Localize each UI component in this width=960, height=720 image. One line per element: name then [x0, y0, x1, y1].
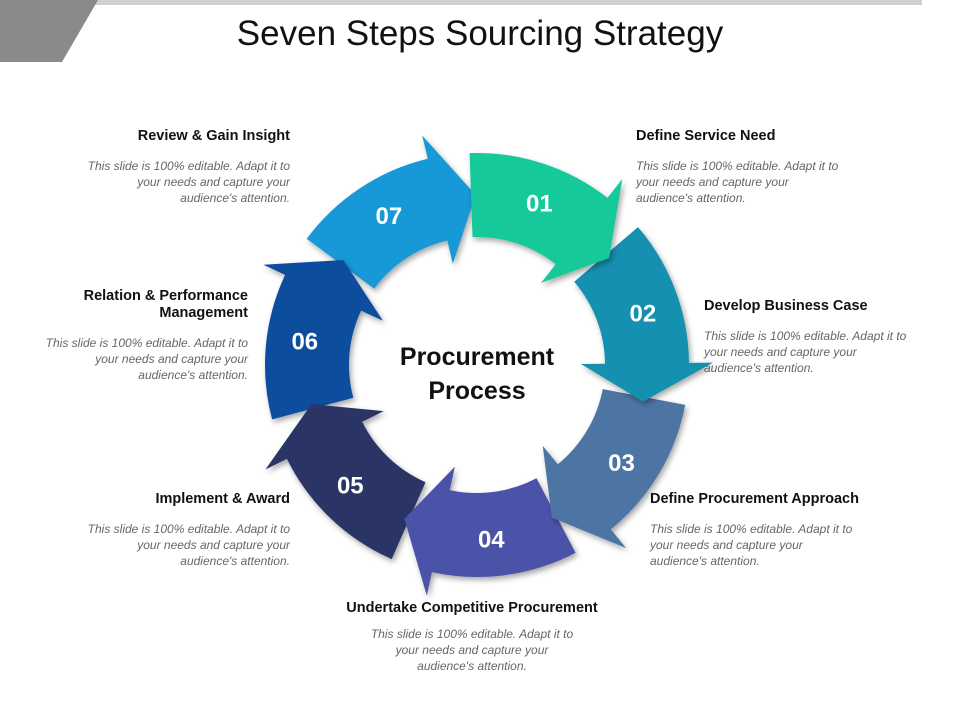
step-07-text: Review & Gain Insight This slide is 100%… — [50, 128, 290, 206]
band-light — [92, 0, 922, 5]
arrow-segment-04 — [404, 466, 576, 596]
step-05-title: Implement & Award — [155, 491, 290, 507]
slide-title: Seven Steps Sourcing Strategy — [236, 14, 724, 53]
step-03-description: This slide is 100% editable. Adapt it to… — [650, 522, 853, 568]
arrow-segment-05 — [265, 404, 426, 560]
step-number-04: 04 — [478, 526, 505, 553]
step-05-description: This slide is 100% editable. Adapt it to… — [87, 522, 290, 568]
arrow-segment-02 — [574, 227, 713, 402]
step-01-title: Define Service Need — [636, 128, 776, 144]
step-number-05: 05 — [337, 472, 364, 499]
step-number-07: 07 — [376, 203, 403, 230]
step-07-title: Review & Gain Insight — [137, 128, 290, 144]
step-number-06: 06 — [291, 328, 318, 355]
step-04-text: Undertake Competitive Procurement This s… — [322, 600, 622, 674]
arrow-segment-01 — [469, 152, 623, 283]
arrow-segment-06 — [263, 260, 383, 420]
step-01-description: This slide is 100% editable. Adapt it to… — [636, 159, 839, 205]
band-dark — [0, 0, 98, 62]
step-02-text: Develop Business Case This slide is 100%… — [704, 298, 944, 376]
step-07-description: This slide is 100% editable. Adapt it to… — [87, 159, 290, 205]
step-02-title: Develop Business Case — [704, 298, 868, 314]
step-01-text: Define Service Need This slide is 100% e… — [636, 128, 876, 206]
center-label: Procurement Process — [399, 343, 555, 405]
arrow-segment-03 — [542, 389, 686, 548]
step-02-description: This slide is 100% editable. Adapt it to… — [704, 329, 907, 375]
step-05-text: Implement & Award This slide is 100% edi… — [50, 491, 290, 569]
step-03-title: Define Procurement Approach — [650, 491, 859, 507]
step-number-02: 02 — [630, 301, 657, 328]
top-band — [0, 0, 922, 62]
step-06-title: Relation & Performance Management — [83, 288, 248, 321]
step-03-text: Define Procurement Approach This slide i… — [650, 491, 890, 569]
arrow-segment-07 — [306, 135, 476, 289]
step-04-title: Undertake Competitive Procurement — [346, 600, 598, 616]
step-number-03: 03 — [608, 450, 635, 477]
step-06-description: This slide is 100% editable. Adapt it to… — [45, 336, 248, 382]
step-04-description: This slide is 100% editable. Adapt it to… — [370, 627, 574, 673]
step-06-text: Relation & Performance Management This s… — [8, 288, 248, 383]
step-number-01: 01 — [526, 191, 553, 218]
